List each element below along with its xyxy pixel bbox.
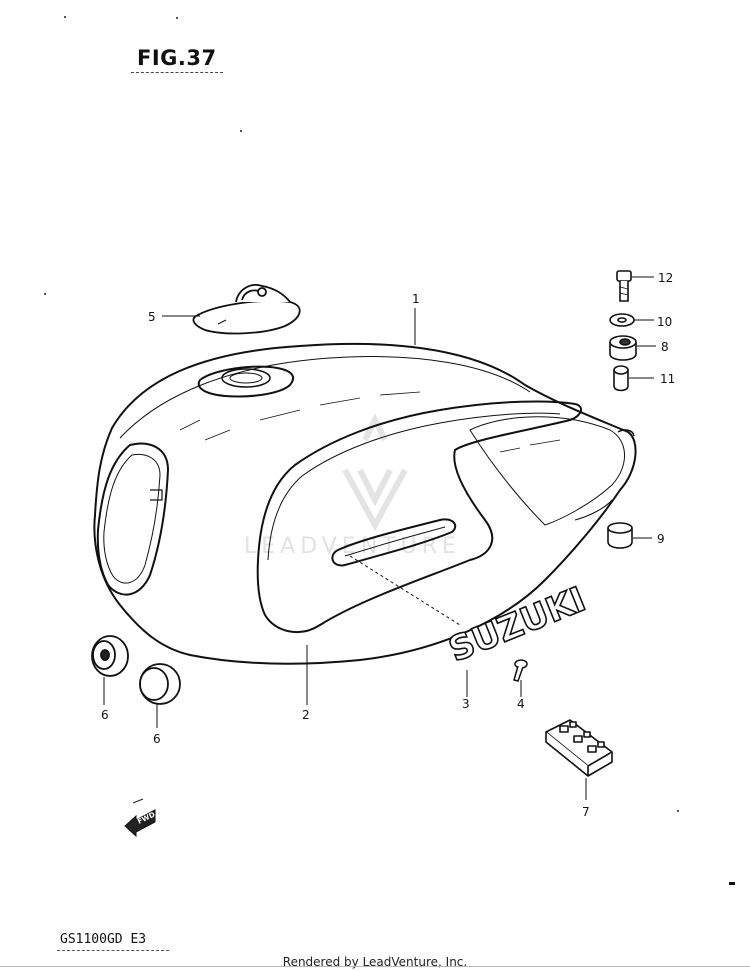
fuel-tank (93, 342, 637, 665)
scan-speck (240, 130, 242, 132)
model-code-underline (57, 950, 169, 951)
fuel-cap (192, 284, 301, 335)
suzuki-emblem: SUZUKI (443, 579, 593, 671)
figure-title-underline (131, 72, 223, 73)
scan-speck (44, 293, 46, 295)
callout-11: 11 (660, 372, 676, 386)
callout-5: 5 (148, 310, 156, 324)
cushion (609, 335, 637, 361)
rear-cushion (607, 522, 633, 549)
screw (513, 659, 528, 682)
callout-3: 3 (462, 697, 470, 711)
render-credit: Rendered by LeadVenture, Inc. (282, 955, 468, 969)
rubber-bracket (545, 719, 613, 777)
model-code: GS1100GD E3 (60, 932, 147, 947)
callout-7: 7 (582, 805, 590, 819)
callout-6-a: 6 (101, 708, 109, 722)
callout-6-b: 6 (153, 732, 161, 746)
scan-mark (729, 882, 735, 885)
spacer (613, 365, 629, 392)
callout-8: 8 (661, 340, 669, 354)
bolt (616, 270, 632, 302)
forward-direction-arrow: FWD (124, 798, 157, 838)
footer-rule (0, 966, 750, 967)
washer (609, 313, 635, 327)
callout-12: 12 (658, 271, 674, 285)
callout-10: 10 (657, 315, 673, 329)
scan-speck (677, 810, 679, 812)
callout-1: 1 (412, 292, 420, 306)
callout-2: 2 (302, 708, 310, 722)
watermark-logo (342, 413, 408, 532)
side-cushion-b (139, 663, 181, 705)
leader-lines (103, 276, 656, 800)
scan-speck (64, 16, 66, 18)
scan-speck (176, 17, 178, 19)
emblem-text: SUZUKI (443, 580, 591, 671)
figure-title: FIG.37 (137, 46, 217, 70)
side-cushion-a (91, 635, 129, 677)
callout-4: 4 (517, 697, 525, 711)
callout-9: 9 (657, 532, 665, 546)
